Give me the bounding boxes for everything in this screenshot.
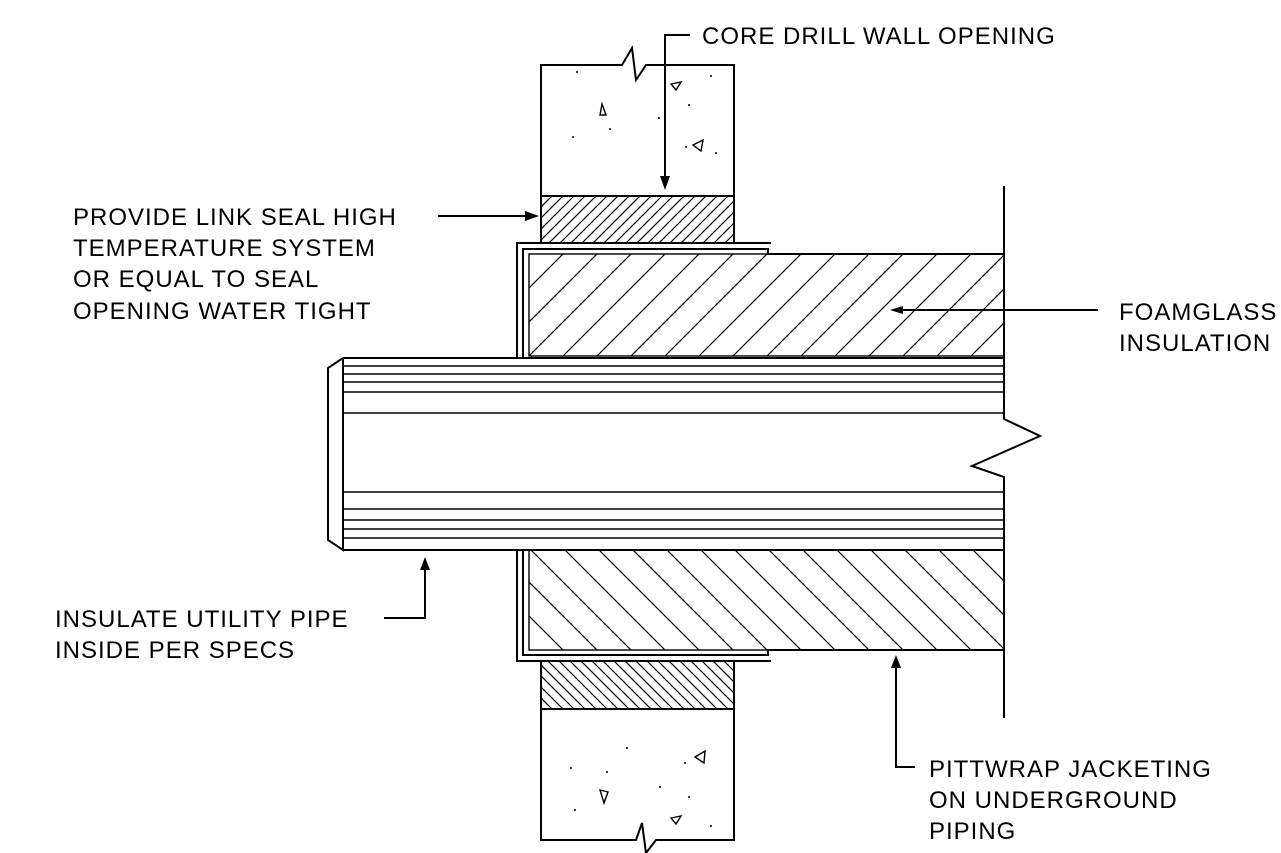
foamglass-insulation-bottom [528,549,1005,651]
concrete-aggregate-top [572,71,717,154]
label-insulate-pipe-line-1: INSULATE UTILITY PIPE [55,606,349,633]
label-foamglass: FOAMGLASS INSULATION [1119,299,1277,357]
label-link-seal-line-2: TEMPERATURE SYSTEM [73,235,376,262]
concrete-wall-top [540,44,735,196]
link-seal-bottom [540,660,735,710]
label-pittwrap-line-2: ON UNDERGROUND [929,787,1178,814]
label-pittwrap: PITTWRAP JACKETING ON UNDERGROUND PIPING [929,756,1212,845]
leader-foamglass [890,306,1098,314]
leader-link-seal [438,211,539,221]
label-link-seal-line-1: PROVIDE LINK SEAL HIGH [73,204,397,231]
label-link-seal: PROVIDE LINK SEAL HIGH TEMPERATURE SYSTE… [73,204,397,325]
label-insulate-pipe: INSULATE UTILITY PIPE INSIDE PER SPECS [55,606,349,664]
label-foamglass-line-2: INSULATION [1119,330,1271,357]
pittwrap-jacket [516,242,1004,662]
label-pittwrap-line-1: PITTWRAP JACKETING [929,756,1212,783]
concrete-aggregate-bottom [570,747,712,827]
foamglass-insulation-top [528,253,1005,357]
label-insulate-pipe-line-2: INSIDE PER SPECS [55,637,295,664]
label-link-seal-line-3: OR EQUAL TO SEAL [73,266,319,293]
label-link-seal-line-4: OPENING WATER TIGHT [73,298,372,325]
break-line [969,186,1043,718]
leader-core-drill [660,34,690,190]
utility-pipe [327,357,1004,552]
label-core-drill: CORE DRILL WALL OPENING [702,23,1056,50]
label-foamglass-line-1: FOAMGLASS [1119,299,1277,326]
concrete-wall-bottom [540,709,735,853]
leader-insulate-pipe [384,557,430,619]
link-seal-top [540,195,735,244]
leader-pittwrap [891,655,915,768]
label-core-drill-text: CORE DRILL WALL OPENING [702,23,1056,50]
pipe-wall-lines [343,365,1004,539]
label-pittwrap-line-3: PIPING [929,818,1016,845]
